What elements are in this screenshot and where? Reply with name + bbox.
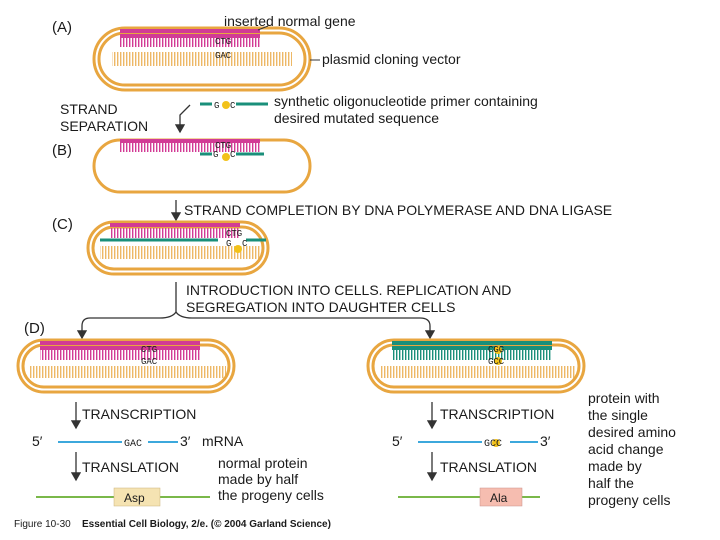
label-inserted-gene: inserted normal gene — [224, 13, 356, 29]
primer-g: G — [214, 101, 219, 111]
label-translation-left: TRANSLATION — [82, 459, 179, 475]
label-transcription-left: TRANSCRIPTION — [82, 406, 196, 422]
label-intro-2: SEGREGATION INTO DAUGHTER CELLS — [186, 299, 455, 315]
sequence-ctg-b: CTG — [215, 141, 231, 151]
mrna-right-3prime: 3′ — [540, 433, 551, 449]
label-normal-1: normal protein — [218, 455, 308, 471]
sequence-g-b: G — [213, 150, 218, 160]
sequence-c-b: C — [230, 150, 236, 160]
sequence-gac-d: GAC — [141, 357, 158, 367]
amino-acid-asp: Asp — [124, 491, 145, 505]
sequence-ctg-d: CTG — [141, 345, 157, 355]
label-normal-3: the progeny cells — [218, 487, 324, 503]
arrow-strand-separation — [174, 104, 191, 134]
caption-title: Essential Cell Biology, 2/e. (© 2004 Gar… — [82, 519, 331, 530]
primer-oligonucleotide — [200, 101, 268, 109]
plasmid-d-normal — [16, 338, 236, 394]
panel-label-a: (A) — [52, 19, 72, 36]
mrna-right-5prime: 5′ — [392, 433, 403, 449]
sequence-c-c: C — [242, 239, 248, 249]
sequence-ctg-c: CTG — [226, 229, 242, 239]
primer-c: C — [230, 101, 236, 111]
label-mutant-7: progeny cells — [588, 492, 671, 508]
mrna-left-codon: GAC — [124, 439, 142, 450]
label-transcription-right: TRANSCRIPTION — [440, 406, 554, 422]
label-mutant-5: made by — [588, 458, 642, 474]
protein-right — [398, 487, 540, 507]
sequence-gcc-d: GCC — [488, 357, 505, 367]
label-mutant-6: half the — [588, 475, 634, 491]
sequence-ctg-a: CTG — [215, 37, 231, 47]
label-primer-1: synthetic oligonucleotide primer contain… — [274, 93, 538, 109]
label-strand-completion: STRAND COMPLETION BY DNA POLYMERASE AND … — [184, 202, 612, 218]
sequence-cgg-d: CGG — [488, 345, 504, 355]
panel-label-c: (C) — [52, 216, 73, 233]
panel-label-b: (B) — [52, 142, 72, 159]
label-primer-2: desired mutated sequence — [274, 110, 439, 126]
sequence-g-c: G — [226, 239, 231, 249]
label-mutant-3: desired amino — [588, 424, 676, 440]
mrna-left-3prime: 3′ — [180, 433, 191, 449]
mrna-right — [418, 439, 538, 447]
plasmid-d-mutant — [366, 338, 586, 394]
label-translation-right: TRANSLATION — [440, 459, 537, 475]
arrow-split — [76, 282, 436, 340]
label-strand-sep-1: STRAND — [60, 101, 118, 117]
label-mutant-4: acid change — [588, 441, 664, 457]
panel-label-d: (D) — [24, 320, 45, 337]
label-intro-1: INTRODUCTION INTO CELLS. REPLICATION AND — [186, 282, 511, 298]
mrna-right-codon: GCC — [484, 439, 502, 450]
label-plasmid-vector: plasmid cloning vector — [322, 51, 461, 67]
label-normal-2: made by half — [218, 471, 298, 487]
plasmid-b — [92, 138, 312, 194]
mrna-left-5prime: 5′ — [32, 433, 43, 449]
label-mrna: mRNA — [202, 433, 244, 449]
plasmid-c — [86, 220, 270, 276]
sequence-gac-a: GAC — [215, 51, 232, 61]
label-mutant-1: protein with — [588, 390, 660, 406]
amino-acid-ala: Ala — [490, 491, 508, 505]
label-strand-sep-2: SEPARATION — [60, 118, 148, 134]
label-mutant-2: the single — [588, 407, 648, 423]
caption-figure: Figure 10-30 — [14, 519, 71, 530]
plasmid-a — [92, 26, 312, 92]
